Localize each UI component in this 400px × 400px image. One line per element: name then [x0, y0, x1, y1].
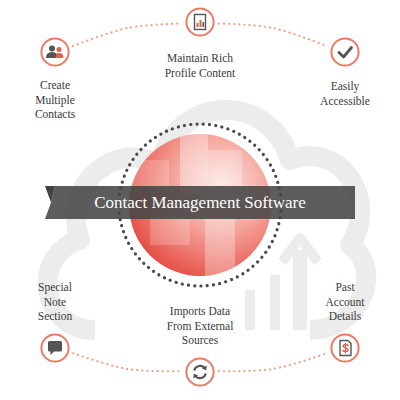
people-symbol	[46, 46, 64, 59]
account-feature: Past Account Details	[330, 333, 360, 363]
doc-symbol	[195, 15, 206, 30]
dotted-connector	[73, 353, 181, 371]
bubble-symbol	[48, 341, 62, 355]
check-symbol	[339, 48, 352, 58]
notes-feature: Special Note Section	[40, 333, 70, 363]
feature-label: Easily Accessible	[312, 79, 378, 108]
dotted-connector	[219, 24, 327, 46]
icon-circle	[330, 333, 360, 363]
feature-label: Maintain Rich Profile Content	[153, 51, 247, 80]
contacts-feature: Create Multiple Contacts	[40, 37, 70, 67]
feature-label: Create Multiple Contacts	[24, 78, 86, 122]
icon-circle	[40, 37, 70, 67]
feature-label: Imports Data From External Sources	[158, 304, 242, 348]
icon-circle	[185, 7, 215, 37]
profile-feature: Maintain Rich Profile Content	[185, 7, 215, 37]
refresh-symbol	[193, 366, 207, 379]
banner-title: Contact Management Software	[94, 194, 306, 211]
dotted-connector	[219, 353, 327, 371]
icon-circle	[185, 357, 215, 387]
icon-circle	[330, 37, 360, 67]
title-banner: Contact Management Software	[45, 186, 355, 219]
feature-label: Special Note Section	[29, 280, 81, 324]
dollar-symbol	[340, 341, 351, 356]
cloud-watermark	[48, 110, 367, 330]
feature-label: Past Account Details	[316, 280, 374, 324]
icon-circle	[40, 333, 70, 363]
access-feature: Easily Accessible	[330, 37, 360, 67]
import-feature: Imports Data From External Sources	[185, 357, 215, 387]
dotted-connector	[73, 24, 181, 46]
